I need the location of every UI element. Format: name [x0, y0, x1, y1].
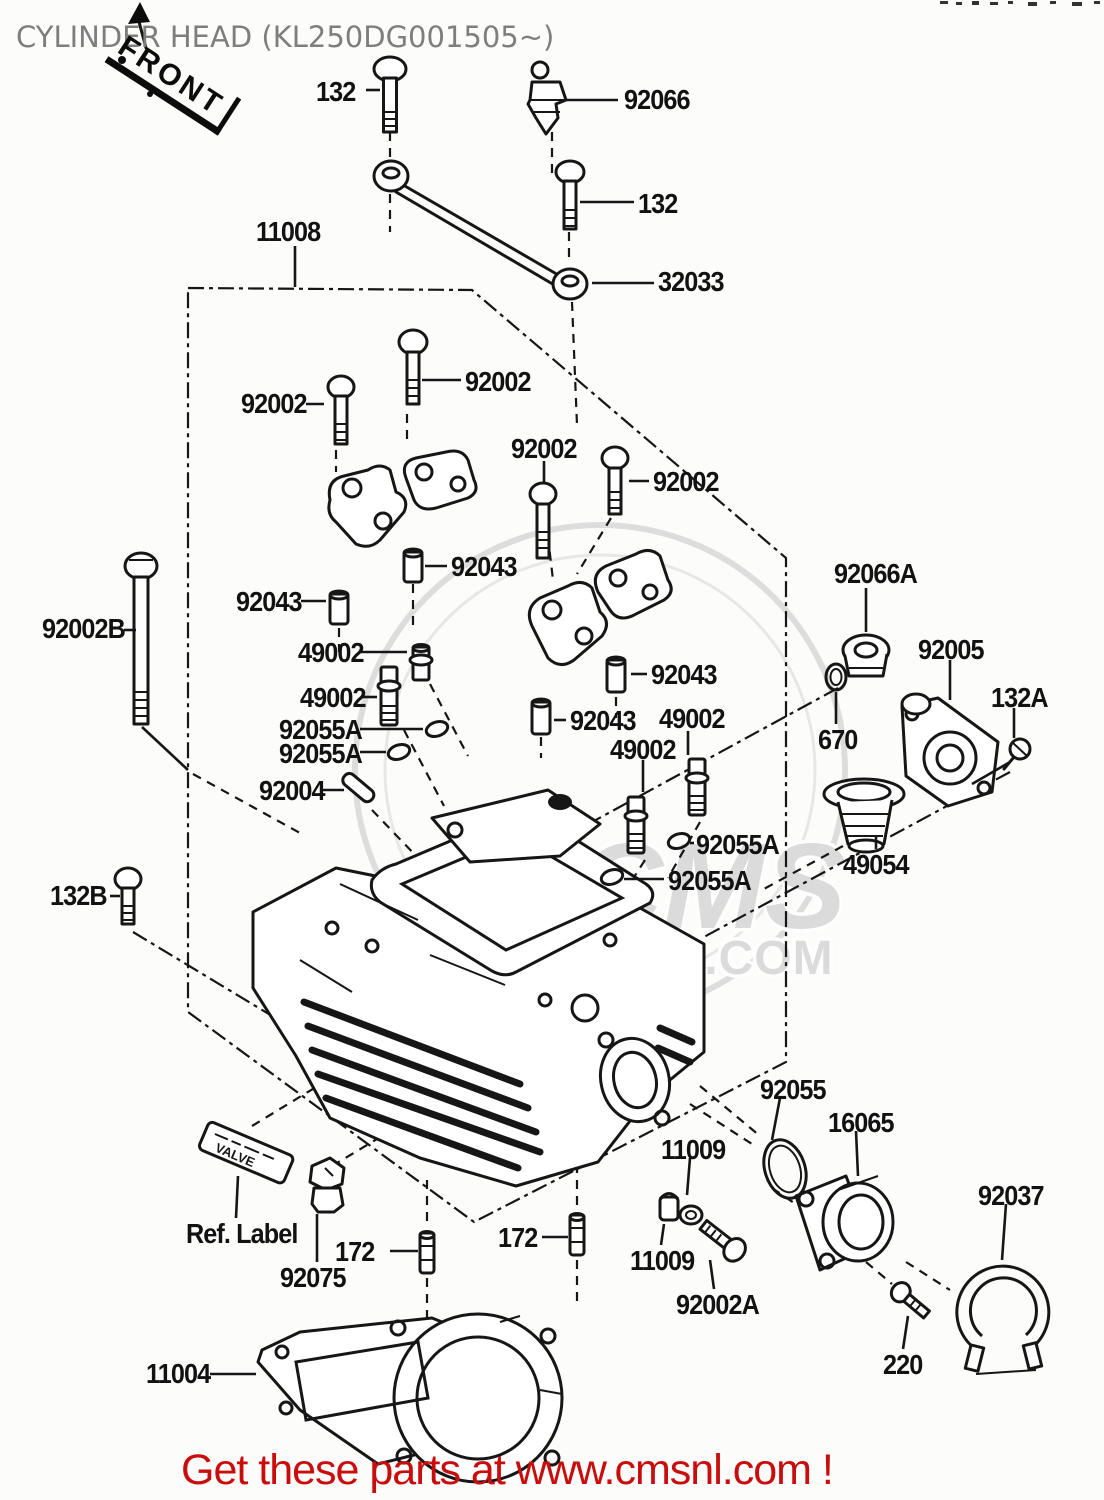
damper-92075 [308, 1156, 346, 1192]
part-number-label: 92043 [651, 659, 717, 690]
part-number-label: 92005 [918, 634, 984, 665]
part-number-label: 92055A [279, 714, 363, 745]
part-number-label: 92066A [834, 558, 918, 589]
part-number-label: 92037 [978, 1180, 1044, 1211]
part-number-label: 132 [638, 188, 678, 219]
part-number-label: 92043 [451, 551, 517, 582]
small-hardware-bottom [308, 1138, 931, 1320]
part-number-label: 92002 [653, 466, 719, 497]
part-number-label: 92043 [570, 705, 636, 736]
part-number-label: 220 [883, 1349, 923, 1380]
ref-label-tag: VALVE [197, 1120, 295, 1185]
part-number-label: 49054 [843, 849, 909, 880]
part-number-label: 92055 [760, 1074, 826, 1105]
part-number-label: 11009 [661, 1134, 726, 1165]
part-number-label: 49002 [659, 703, 725, 734]
part-number-label: 49002 [610, 734, 676, 765]
part-number-label: 92075 [280, 1262, 346, 1293]
part-number-label: 92002A [676, 1289, 760, 1320]
part-number-label: 49002 [298, 637, 364, 668]
axis-lines [132, 132, 1011, 1326]
part-number-label: 670 [818, 724, 858, 755]
rocker-arm-assembly [327, 449, 673, 666]
part-number-label: 92055A [696, 829, 780, 860]
part-number-label: 132B [50, 880, 108, 911]
assembly-boundary-box [186, 286, 788, 1224]
part-number-label: 11008 [256, 216, 321, 247]
page-title: CYLINDER HEAD (KL250DG001505~) [16, 20, 555, 54]
bolt-220 [889, 1281, 931, 1320]
part-number-label: 11009 [630, 1245, 695, 1276]
bolt-92002a [698, 1218, 747, 1263]
part-number-label: 92066 [624, 84, 690, 115]
footer-banner: Get these parts at www.cmsnl.com ! [181, 1446, 834, 1494]
head-gasket [256, 1312, 564, 1484]
decompression-ring [530, 60, 550, 80]
valve-guides-and-seals [328, 547, 710, 886]
part-number-label: 11004 [146, 1358, 211, 1389]
part-number-label: 92043 [236, 586, 302, 617]
part-number-label: 92002 [511, 433, 577, 464]
head-bolts [113, 328, 630, 926]
part-number-label: 172 [335, 1236, 375, 1267]
thermostat-parts [822, 633, 1032, 854]
part-number-label: 132 [316, 76, 356, 107]
part-number-label: 92002 [465, 366, 531, 397]
part-number-label: 49002 [300, 682, 366, 713]
top-bolts-and-bracket [372, 55, 589, 301]
front-arrow-icon [118, 2, 153, 97]
part-number-label: 16065 [828, 1107, 894, 1138]
part-number-label: 92004 [259, 775, 325, 806]
part-number-label: Ref. Label [186, 1218, 298, 1249]
intake-manifold [794, 1174, 895, 1272]
scan-artifact-marks [940, 1, 1100, 6]
part-number-label: 92055A [668, 865, 752, 896]
cylinder-head-body [251, 788, 706, 1188]
part-number-label: 92002 [241, 388, 307, 419]
leader-lines [110, 88, 1016, 1376]
part-number-label: 92002B [42, 613, 126, 644]
dowel-pin-92004 [341, 772, 376, 804]
part-number-label: 92055A [279, 738, 363, 769]
part-number-label: 32033 [658, 266, 724, 297]
part-number-label: 132A [991, 682, 1049, 713]
part-number-label: 172 [498, 1222, 538, 1253]
clamp-ring [955, 1264, 1051, 1375]
